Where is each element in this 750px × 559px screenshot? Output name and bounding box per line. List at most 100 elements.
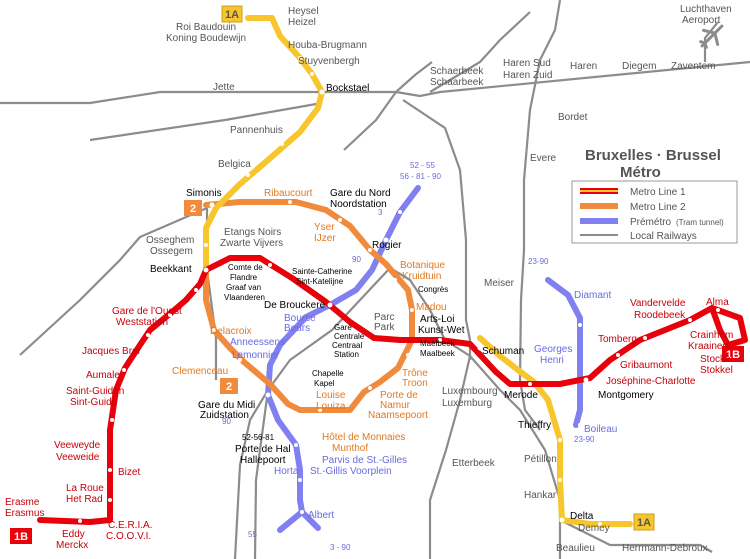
badge-1b-right: 1B bbox=[722, 346, 744, 362]
station-label-demey: Demey bbox=[578, 523, 610, 534]
station-label-eddy: Eddy bbox=[62, 529, 85, 540]
station-label-albert: Albert bbox=[308, 510, 334, 521]
legend-line2: Metro Line 2 bbox=[630, 202, 686, 213]
station-label-gc4: Station bbox=[334, 350, 359, 359]
station-label-ste-cath1: Sainte-Catherine bbox=[292, 267, 353, 276]
station-dot bbox=[368, 248, 372, 252]
station-label-gc3: Centraal bbox=[332, 341, 362, 350]
station-label-munthof: Munthof bbox=[332, 443, 368, 454]
badge-2-bottom: 2 bbox=[220, 378, 238, 394]
station-label-alma: Alma bbox=[706, 297, 729, 308]
station-dot bbox=[558, 438, 562, 442]
legend-premetro: Prémétro bbox=[630, 217, 672, 228]
station-label-gc2: Centrale bbox=[334, 332, 365, 341]
station-dot bbox=[578, 323, 582, 327]
tram-number-label: 52-56-81 bbox=[242, 433, 275, 442]
station-label-stockel: Stockel bbox=[700, 354, 733, 365]
station-label-weststation: Weststation bbox=[116, 317, 168, 328]
station-dot bbox=[203, 267, 209, 273]
station-label-bockstael: Bockstael bbox=[326, 83, 369, 94]
station-dot bbox=[310, 72, 314, 76]
station-label-voorplein: St.-Gillis Voorplein bbox=[310, 466, 392, 477]
station-label-ste-cath2: Sint-Katelijne bbox=[296, 277, 344, 286]
station-label-ijzer: IJzer bbox=[314, 233, 336, 244]
station-label-petillon: Pétillon bbox=[524, 454, 557, 465]
station-label-troon: Troon bbox=[402, 378, 428, 389]
station-label-georges: Georges bbox=[534, 344, 572, 355]
station-label-gare-ouest: Gare de l'Ouest bbox=[112, 306, 182, 317]
station-label-pdn1: Porte de bbox=[380, 390, 418, 401]
station-dot bbox=[108, 468, 112, 472]
station-label-porte-hal: Porte de Hal bbox=[235, 444, 291, 455]
tram-numbers: 52 - 55 56 - 81 - 90 3 90 23-90 23-90 52… bbox=[222, 161, 595, 552]
station-label-pdn3: Naamsepoort bbox=[368, 410, 428, 421]
station-dot bbox=[643, 336, 647, 340]
station-dot bbox=[393, 278, 397, 282]
station-dot bbox=[406, 353, 410, 357]
station-label-osseghem: Osseghem bbox=[146, 235, 194, 246]
station-label-zaventem: Zaventem bbox=[671, 61, 715, 72]
station-label-ribaucourt: Ribaucourt bbox=[264, 188, 313, 199]
station-dot bbox=[268, 263, 272, 267]
station-label-parc: Parc bbox=[374, 312, 395, 323]
station-label-hotel-monnaies: Hôtel de Monnaies bbox=[322, 432, 405, 443]
station-label-ossegem: Ossegem bbox=[150, 246, 193, 257]
station-dot bbox=[319, 89, 325, 95]
station-dot bbox=[298, 478, 302, 482]
station-label-comte2: Flandre bbox=[230, 273, 258, 282]
tram-number-label: 90 bbox=[222, 417, 231, 426]
station-label-stuyvenbergh: Stuyvenbergh bbox=[298, 56, 360, 67]
station-dot bbox=[238, 358, 242, 362]
tram-number-label: 23-90 bbox=[574, 435, 595, 444]
airplane-icon bbox=[699, 24, 724, 49]
station-label-hankar: Hankar bbox=[524, 490, 557, 501]
map-title: Bruxelles · Brussel bbox=[585, 147, 721, 164]
station-dot bbox=[327, 302, 333, 308]
station-label-ceria: C.E.R.I.A. bbox=[108, 520, 152, 531]
svg-text:1B: 1B bbox=[726, 349, 740, 361]
station-label-henri: Henri bbox=[540, 355, 564, 366]
station-label-kruidtuin: Kruidtuin bbox=[402, 271, 441, 282]
badge-1a-bottom: 1A bbox=[633, 513, 655, 531]
station-label-comte3: Graaf van bbox=[226, 283, 261, 292]
station-label-diamant: Diamant bbox=[574, 290, 611, 301]
station-dot bbox=[559, 517, 565, 523]
station-dot bbox=[688, 318, 692, 322]
station-dot bbox=[194, 288, 198, 292]
station-label-schuman: Schuman bbox=[482, 346, 524, 357]
station-dot bbox=[368, 386, 372, 390]
station-dot bbox=[528, 382, 532, 386]
station-label-vandervelde: Vandervelde bbox=[630, 298, 686, 309]
station-dot bbox=[78, 519, 82, 523]
station-label-parvis: Parvis de St.-Gilles bbox=[322, 455, 407, 466]
station-label-veeweyde2: Veeweide bbox=[56, 452, 100, 463]
station-label-roi-baudouin: Roi Baudouin bbox=[176, 22, 236, 33]
metro-line-1b bbox=[37, 255, 748, 525]
station-dot bbox=[204, 243, 208, 247]
station-label-merode: Merode bbox=[504, 390, 538, 401]
station-label-schaerbeek1: Schaerbeek bbox=[430, 66, 484, 77]
station-label-simonis: Simonis bbox=[186, 188, 222, 199]
station-label-beurs: Beurs bbox=[284, 323, 310, 334]
station-dot bbox=[318, 408, 322, 412]
station-dot bbox=[733, 328, 737, 332]
station-dot bbox=[410, 308, 414, 312]
station-dot bbox=[338, 218, 342, 222]
legend-railways: Local Railways bbox=[630, 231, 697, 242]
station-label-tomberg: Tomberg bbox=[598, 334, 637, 345]
tram-number-label: 56 - 81 - 90 bbox=[400, 172, 441, 181]
station-dot bbox=[578, 423, 582, 427]
station-label-lux2: Luxemburg bbox=[442, 398, 492, 409]
station-label-horta: Horta bbox=[274, 466, 299, 477]
station-dot bbox=[122, 368, 126, 372]
station-label-louise: Louise bbox=[316, 390, 346, 401]
svg-text:1B: 1B bbox=[14, 531, 28, 543]
station-label-pdn2: Namur bbox=[380, 400, 411, 411]
station-dot bbox=[246, 173, 250, 177]
station-label-diegem: Diegem bbox=[622, 61, 656, 72]
tram-number-label: 3 bbox=[378, 208, 383, 217]
station-label-maalbeek: Maalbeek bbox=[420, 349, 456, 358]
legend: Metro Line 1 Metro Line 2 Prémétro (Tram… bbox=[571, 180, 738, 244]
station-label-jacques-brel: Jacques Brel bbox=[82, 346, 140, 357]
